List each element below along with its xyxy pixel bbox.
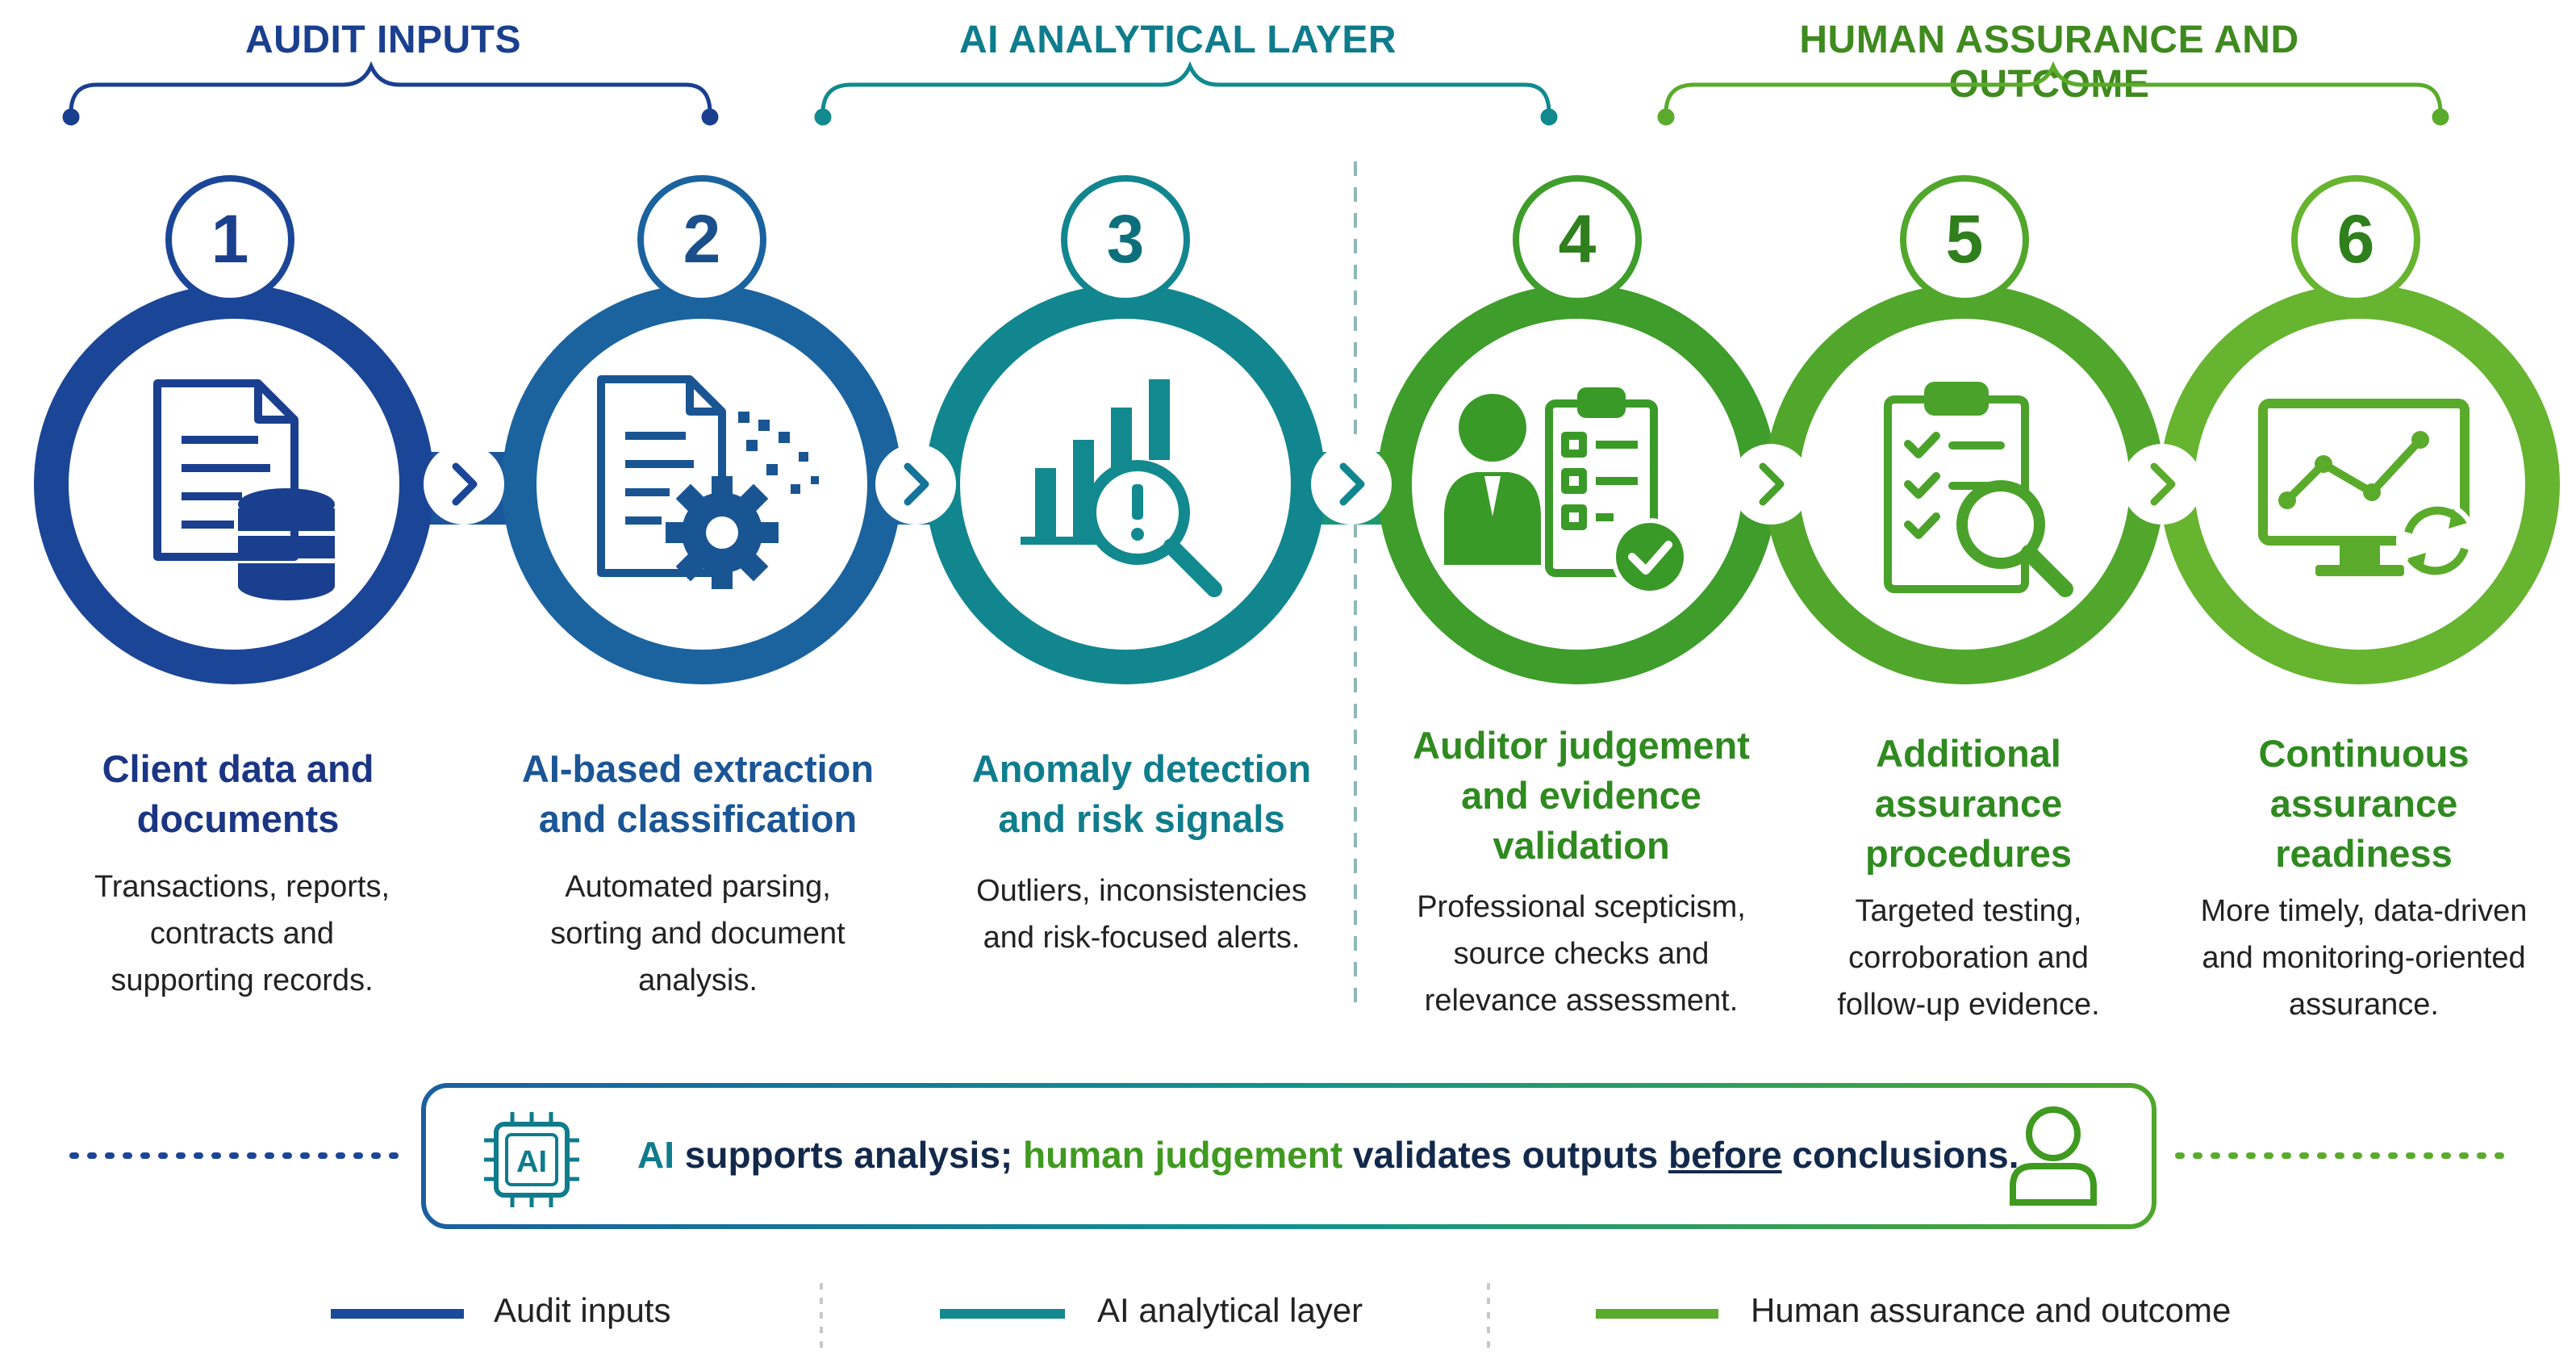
- step-number-badge-4: 4: [1513, 175, 1642, 304]
- person-icon: [2010, 1106, 2097, 1206]
- chevron-icon: [1311, 444, 1392, 525]
- brace-audit-inputs: [62, 61, 719, 126]
- legend-label-ai-layer: AI analytical layer: [1097, 1291, 1363, 1329]
- legend-label-human-assurance: Human assurance and outcome: [1751, 1291, 2232, 1329]
- clipboard-magnifier-icon: [1884, 382, 2073, 597]
- step-number-1: 1: [211, 201, 249, 277]
- brace-ai-layer: [814, 61, 1558, 126]
- legend: [331, 1283, 1718, 1348]
- chevron-icon: [875, 444, 956, 525]
- ai-chip-label: AI: [516, 1145, 547, 1179]
- step-number-4: 4: [1559, 201, 1597, 277]
- group-title-ai-layer: AI ANALYTICAL LAYER: [958, 19, 1397, 61]
- legend-label-audit-inputs: Audit inputs: [494, 1291, 671, 1329]
- ai-chip-icon: AI: [484, 1112, 579, 1207]
- step-number-2: 2: [683, 201, 721, 277]
- document-gear-icon: [597, 375, 819, 589]
- key-message-banner: [69, 1083, 2512, 1229]
- step-number-badge-1: 1: [165, 175, 294, 304]
- step-ring-4: [1377, 284, 1777, 684]
- monitor-trend-refresh-icon: [2258, 399, 2477, 581]
- step-number-badge-2: 2: [637, 175, 766, 304]
- chevron-icon: [1731, 444, 1811, 525]
- step-number-5: 5: [1946, 201, 1984, 277]
- step-number-badge-6: 6: [2291, 175, 2420, 304]
- chart-magnifier-alert-icon: [1021, 379, 1222, 597]
- step-number-6: 6: [2337, 201, 2375, 277]
- step-ring-2: [502, 284, 902, 684]
- document-database-icon: [153, 379, 335, 600]
- step-number-3: 3: [1107, 201, 1145, 277]
- step-number-badge-5: 5: [1900, 175, 2029, 304]
- brace-human-assurance: [1657, 61, 2449, 126]
- chevron-icon: [2122, 444, 2202, 525]
- step-number-badge-3: 3: [1061, 175, 1190, 304]
- group-title-audit-inputs: AUDIT INPUTS: [245, 19, 521, 61]
- auditor-checklist-icon: [1444, 387, 1689, 596]
- banner-message: AI supports analysis; human judgement va…: [637, 1134, 2019, 1176]
- step-desc-4: Professional scepticism,source checks an…: [1417, 890, 1746, 1018]
- chevron-icon: [424, 444, 504, 525]
